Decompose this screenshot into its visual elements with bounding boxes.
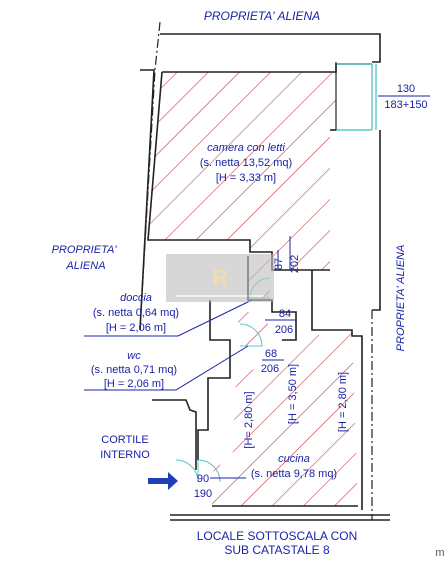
top-property-label: PROPRIETA' ALIENA <box>204 9 320 23</box>
logo-watermark-icon: R <box>166 254 274 302</box>
bedroom-height: [H = 3,33 m] <box>216 172 276 184</box>
door2-width: 84 <box>279 308 291 320</box>
bottom-label-2: SUB CATASTALE 8 <box>224 543 330 557</box>
door1-width: 87 <box>273 258 285 270</box>
kitchen-name: cucina <box>278 453 310 465</box>
left-property-label-2: ALIENA <box>65 260 105 272</box>
kitchen-area: (s. netta 9,78 mq) <box>251 468 337 480</box>
right-property-label: PROPRIETA' ALIENA <box>395 245 407 352</box>
leader-lines <box>84 250 279 479</box>
dimension-lines <box>262 95 430 361</box>
corner-mark: m <box>435 547 444 559</box>
bedroom-name: camera con letti <box>207 142 285 154</box>
entry-arrow-icon <box>148 472 178 490</box>
door2-height: 206 <box>275 324 293 336</box>
wc-area: (s. netta 0,71 mq) <box>91 364 177 376</box>
left-property-label: PROPRIETA' <box>52 244 118 256</box>
kitchen-floor <box>212 330 358 506</box>
wc-floor <box>238 312 268 346</box>
kitchen-height-1: [H= 2,80 m] <box>243 391 255 448</box>
shower-height: [H = 2,06 m] <box>106 322 166 334</box>
entry-height: 190 <box>194 488 212 500</box>
bedroom-area: (s. netta 13,52 mq) <box>200 157 292 169</box>
window-dim-bottom: 183+150 <box>384 99 427 111</box>
shower-name: doccia <box>120 292 152 304</box>
courtyard-label: CORTILE <box>101 434 148 446</box>
wc-height: [H = 2,06 m] <box>104 378 164 390</box>
door3-height: 206 <box>261 363 279 375</box>
bottom-label: LOCALE SOTTOSCALA CON <box>197 529 358 543</box>
door1-height: 202 <box>289 255 301 273</box>
window-dim-top: 130 <box>397 83 415 95</box>
svg-text:R: R <box>212 265 228 290</box>
courtyard-label-2: INTERNO <box>100 449 150 461</box>
bedroom-floor <box>148 72 336 270</box>
entry-width: 90 <box>197 473 209 485</box>
shower-area: (s. netta 0,64 mq) <box>93 307 179 319</box>
door3-width: 68 <box>265 348 277 360</box>
kitchen-height-2: [H = 3,50 m] <box>287 364 299 424</box>
hatched-areas <box>148 72 358 506</box>
wc-name: wc <box>127 350 141 362</box>
kitchen-height-3: [H = 2,80 m] <box>337 372 349 432</box>
window <box>336 63 377 131</box>
